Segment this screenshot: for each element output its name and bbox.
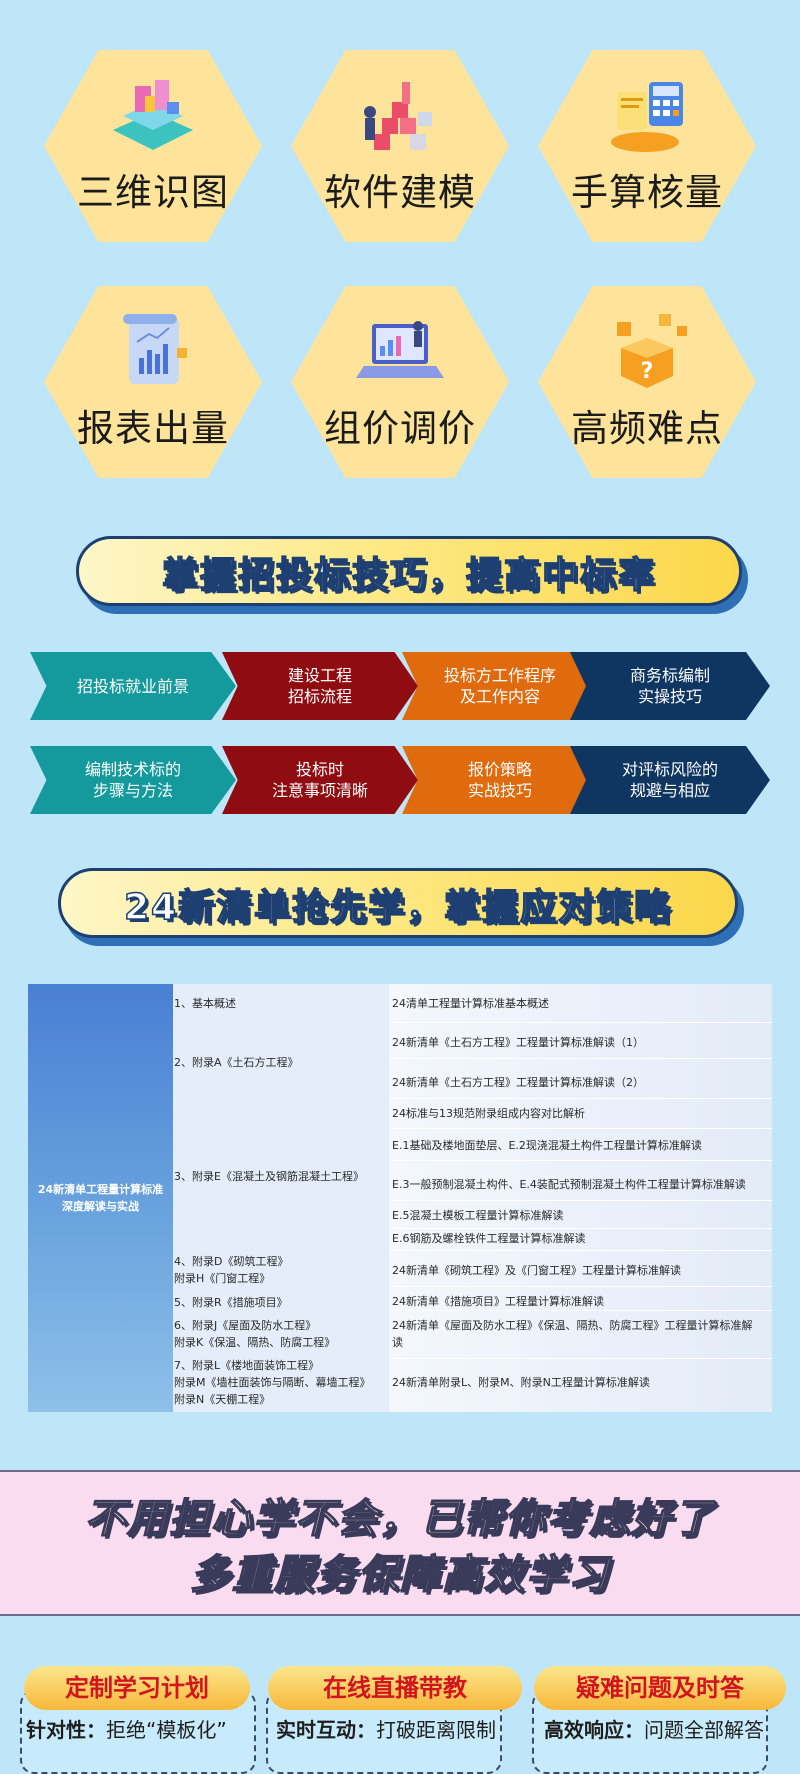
hex-manual-calc: 手算核量: [538, 50, 756, 242]
table-cell: 1、基本概述: [174, 997, 236, 1010]
arrow-label: 投标时: [295, 760, 344, 779]
hex-3d-drawing: 三维识图: [44, 50, 262, 242]
table-cell: 5、附录R《措施项目》: [174, 1296, 288, 1309]
table-mid-column: [173, 984, 389, 1412]
banner-new-list: 24新清单抢先学，掌握应对策略: [58, 868, 744, 946]
arrow-step: 报价策略实战技巧: [402, 746, 598, 814]
card-key: 高效响应：: [544, 1718, 644, 1742]
arrow-label: 步骤与方法: [92, 781, 173, 800]
card-title: 在线直播带教: [268, 1666, 522, 1710]
card-title: 定制学习计划: [24, 1666, 250, 1710]
arrow-label: 注意事项清晰: [271, 781, 368, 800]
card-text: 问题全部解答: [644, 1718, 764, 1742]
question-cube-icon: ?: [617, 314, 687, 388]
card-text: 拒绝“模板化”: [106, 1718, 227, 1742]
arrow-step: 投标方工作程序及工作内容: [402, 652, 598, 720]
hex-software-modeling: 软件建模: [291, 50, 509, 242]
card-key: 针对性：: [26, 1718, 106, 1742]
arrow-label: 编制技术标的: [84, 760, 181, 779]
banner-bidding: 掌握招投标技巧，提高中标率: [76, 536, 748, 614]
table-cell: 4、附录D《砌筑工程》: [174, 1255, 289, 1268]
arrow-label: 规避与相应: [629, 781, 710, 800]
hex-label: 报表出量: [77, 407, 229, 450]
arrow-label: 实战技巧: [467, 781, 532, 800]
promo-line: 多重服务保障高效学习: [189, 1551, 610, 1599]
arrow-label: 投标方工作程序: [443, 666, 556, 685]
banner-title: 掌握招投标技巧，提高中标率: [161, 554, 656, 597]
arrow-label: 建设工程: [287, 666, 352, 685]
table-cell: 附录N《天棚工程》: [174, 1393, 271, 1406]
table-cell: 7、附录L《楼地面装饰工程》: [174, 1359, 320, 1372]
isometric-city-icon: [113, 80, 193, 150]
calculator-icon: [611, 82, 683, 152]
arrow-step: 对评标风险的规避与相应: [570, 746, 770, 814]
hex-pricing: 组价调价: [291, 286, 509, 478]
arrow-label: 实操技巧: [637, 687, 702, 706]
table-cell: 附录M《墙柱面装饰与隔断、幕墙工程》: [174, 1376, 371, 1389]
arrow-label: 招投标就业前景: [76, 676, 189, 696]
arrow-step: 投标时注意事项清晰: [222, 746, 418, 814]
arrow-step: 建设工程招标流程: [222, 652, 418, 720]
table-cell: E.1基础及楼地面垫层、E.2现浇混凝土构件工程量计算标准解读: [392, 1139, 702, 1152]
feature-hexagons: 三维识图 软件建模 手算核量: [0, 0, 800, 500]
table-cell: 24新清单《砌筑工程》及《门窗工程》工程量计算标准解读: [392, 1264, 681, 1277]
table-right-column: [389, 984, 772, 1412]
arrow-label: 对评标风险的: [621, 760, 718, 779]
card-body: 针对性：拒绝“模板化”: [26, 1714, 258, 1743]
hex-label: 软件建模: [324, 171, 476, 214]
table-title-line: 深度解读与实战: [62, 1200, 139, 1213]
table-cell: 6、附录J《屋面及防水工程》: [174, 1319, 317, 1332]
promo-line: 不用担心学不会，已帮你考虑好了: [84, 1495, 715, 1543]
table-cell: E.5混凝土模板工程量计算标准解读: [392, 1209, 564, 1222]
card-body: 高效响应：问题全部解答: [544, 1714, 776, 1743]
table-cell: 读: [392, 1336, 403, 1349]
table-cell: 3、附录E《混凝土及钢筋混凝土工程》: [174, 1170, 364, 1183]
arrow-label: 及工作内容: [459, 687, 540, 706]
card-text: 打破距离限制: [376, 1718, 496, 1742]
table-cell: 附录H《门窗工程》: [174, 1272, 271, 1285]
hex-label: 手算核量: [571, 171, 723, 214]
svg-text:?: ?: [641, 359, 654, 384]
building-blocks-icon: [364, 82, 432, 150]
hex-report: 报表出量: [44, 286, 262, 478]
hex-label: 组价调价: [324, 407, 476, 450]
table-cell: 24新清单《土石方工程》工程量计算标准解读（2）: [392, 1076, 644, 1089]
hex-label: 三维识图: [77, 171, 229, 214]
hex-difficult-points: ? 高频难点: [538, 286, 756, 478]
card-key: 实时互动：: [276, 1718, 376, 1742]
table-cell: 附录K《保温、隔热、防腐工程》: [174, 1336, 336, 1349]
table-cell: 24清单工程量计算标准基本概述: [392, 997, 549, 1010]
table-title-line: 24新清单工程量计算标准: [37, 1183, 164, 1196]
banner-title: 24新清单抢先学，掌握应对策略: [123, 886, 673, 929]
table-left-title: 24新清单工程量计算标准深度解读与实战: [28, 984, 173, 1412]
laptop-analytics-icon: [356, 321, 444, 378]
arrow-step: 招投标就业前景: [30, 652, 236, 720]
arrow-label: 商务标编制: [629, 666, 710, 685]
card-title: 疑难问题及时答: [534, 1666, 786, 1710]
table-cell: 24新清单《屋面及防水工程》《保温、隔热、防腐工程》工程量计算标准解: [392, 1319, 753, 1332]
arrow-label: 招标流程: [287, 687, 352, 706]
report-scroll-icon: [123, 314, 187, 384]
card-body: 实时互动：打破距离限制: [276, 1714, 508, 1743]
table-cell: 24新清单《土石方工程》工程量计算标准解读（1）: [392, 1036, 644, 1049]
table-cell: 24新清单附录L、附录M、附录N工程量计算标准解读: [392, 1376, 650, 1389]
arrow-label: 报价策略: [467, 760, 532, 779]
arrow-step: 商务标编制实操技巧: [570, 652, 770, 720]
table-cell: E.3一般预制混凝土构件、E.4装配式预制混凝土构件工程量计算标准解读: [392, 1178, 746, 1191]
table-cell: E.6钢筋及螺栓铁件工程量计算标准解读: [392, 1232, 586, 1245]
table-cell: 2、附录A《土石方工程》: [174, 1056, 299, 1069]
service-promo-band: 不用担心学不会，已帮你考虑好了 多重服务保障高效学习: [0, 1470, 800, 1616]
table-cell: 24新清单《措施项目》工程量计算标准解读: [392, 1295, 604, 1308]
arrow-step: 编制技术标的步骤与方法: [30, 746, 236, 814]
hex-label: 高频难点: [571, 407, 723, 450]
table-cell: 24标准与13规范附录组成内容对比解析: [392, 1107, 585, 1120]
